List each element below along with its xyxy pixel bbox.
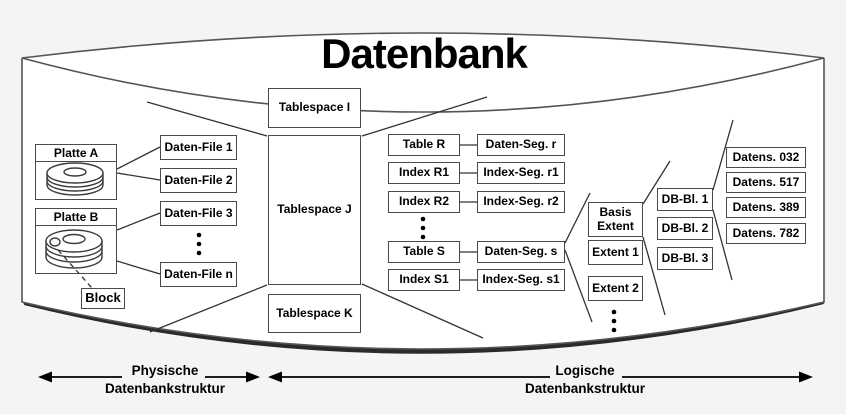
node-record-517: Datens. 517 (726, 172, 806, 193)
disk-icon (46, 162, 104, 196)
node-extent-1: Extent 1 (588, 240, 643, 265)
node-daten-seg-r: Daten-Seg. r (477, 134, 565, 156)
node-index-seg-r2: Index-Seg. r2 (477, 191, 565, 213)
node-daten-file-3: Daten-File 3 (160, 201, 237, 226)
legend-physical-line2: Datenbankstruktur (104, 381, 226, 396)
node-block: Block (81, 288, 125, 309)
node-tablespace-k: Tablespace K (268, 294, 361, 333)
node-record-782: Datens. 782 (726, 223, 806, 244)
node-daten-file-n: Daten-File n (160, 262, 237, 287)
node-platte-b: Platte B (35, 208, 117, 274)
platte-b-label: Platte B (36, 209, 116, 226)
legend-physical-line1: Physische (131, 363, 199, 378)
node-index-s1: Index S1 (388, 269, 460, 291)
node-daten-seg-s: Daten-Seg. s (477, 241, 565, 263)
node-index-r2: Index R2 (388, 191, 460, 213)
platte-a-label: Platte A (36, 145, 116, 162)
node-db-block-3: DB-Bl. 3 (657, 247, 713, 270)
legend-logical-line2: Datenbankstruktur (524, 381, 646, 396)
node-daten-file-1: Daten-File 1 (160, 135, 237, 160)
node-platte-a: Platte A (35, 144, 117, 200)
node-tablespace-i: Tablespace I (268, 88, 361, 128)
node-tablespace-j: Tablespace J (268, 135, 361, 285)
node-index-seg-r1: Index-Seg. r1 (477, 162, 565, 184)
node-extent-2: Extent 2 (588, 276, 643, 301)
segment-connectors (460, 144, 477, 281)
node-db-block-1: DB-Bl. 1 (657, 188, 713, 211)
physical-file-connectors (116, 146, 161, 275)
node-index-r1: Index R1 (388, 162, 460, 184)
node-record-032: Datens. 032 (726, 147, 806, 168)
cylinder-shadow (23, 299, 825, 354)
node-table-r: Table R (388, 134, 460, 156)
node-table-s: Table S (388, 241, 460, 263)
node-daten-file-2: Daten-File 2 (160, 168, 237, 193)
node-basis-extent: Basis Extent (588, 202, 643, 237)
node-record-389: Datens. 389 (726, 197, 806, 218)
disk-icon (45, 229, 103, 269)
node-db-block-2: DB-Bl. 2 (657, 217, 713, 240)
diagram-title: Datenbank (321, 30, 528, 77)
legend-logical-line1: Logische (555, 363, 615, 378)
node-index-seg-s1: Index-Seg. s1 (477, 269, 565, 291)
block-marker-icon (49, 237, 61, 247)
